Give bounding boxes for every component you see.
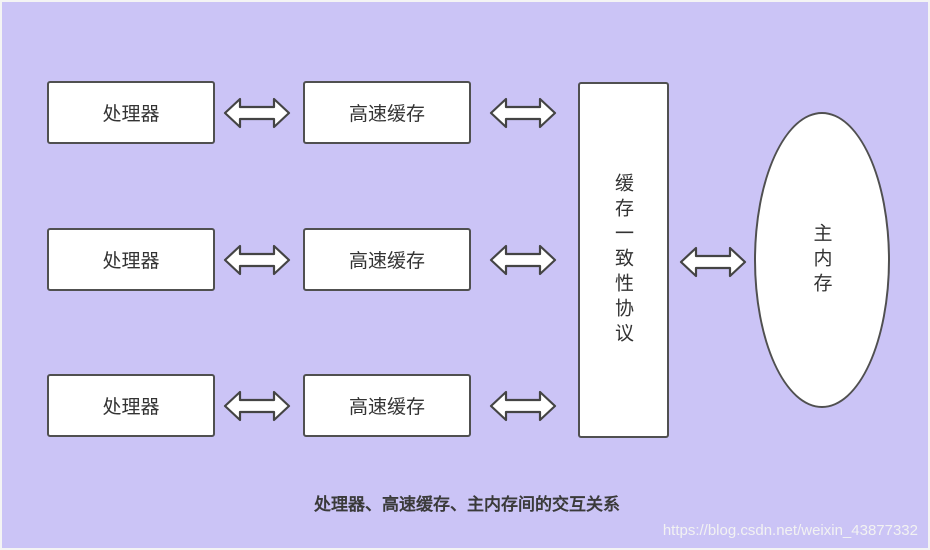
- cache-box-3: 高速缓存: [303, 374, 471, 437]
- cache-box-2: 高速缓存: [303, 228, 471, 291]
- processor-box-2: 处理器: [47, 228, 215, 291]
- double-arrow-icon: [679, 246, 747, 278]
- processor-box-3: 处理器: [47, 374, 215, 437]
- processor-box-1: 处理器: [47, 81, 215, 144]
- processor-label-1: 处理器: [102, 103, 160, 125]
- watermark-url: https://blog.csdn.net/weixin_43877332: [662, 522, 918, 539]
- cache-label-2: 高速缓存: [348, 250, 425, 272]
- main-memory-ellipse: 主内存: [754, 112, 890, 408]
- diagram-caption: 处理器、高速缓存、主内存间的交互关系: [314, 495, 620, 515]
- cache-coherence-protocol-label: 缓存一致性协议: [612, 172, 634, 348]
- processor-label-3: 处理器: [102, 396, 160, 418]
- processor-label-2: 处理器: [102, 250, 160, 272]
- cache-label-3: 高速缓存: [348, 396, 425, 418]
- double-arrow-icon: [223, 390, 291, 422]
- cache-label-1: 高速缓存: [348, 103, 425, 125]
- main-memory-label: 主内存: [810, 222, 833, 298]
- cache-coherence-protocol-box: 缓存一致性协议: [578, 82, 669, 438]
- double-arrow-icon: [223, 244, 291, 276]
- double-arrow-icon: [489, 390, 557, 422]
- double-arrow-icon: [489, 244, 557, 276]
- double-arrow-icon: [489, 97, 557, 129]
- double-arrow-icon: [223, 97, 291, 129]
- cache-box-1: 高速缓存: [303, 81, 471, 144]
